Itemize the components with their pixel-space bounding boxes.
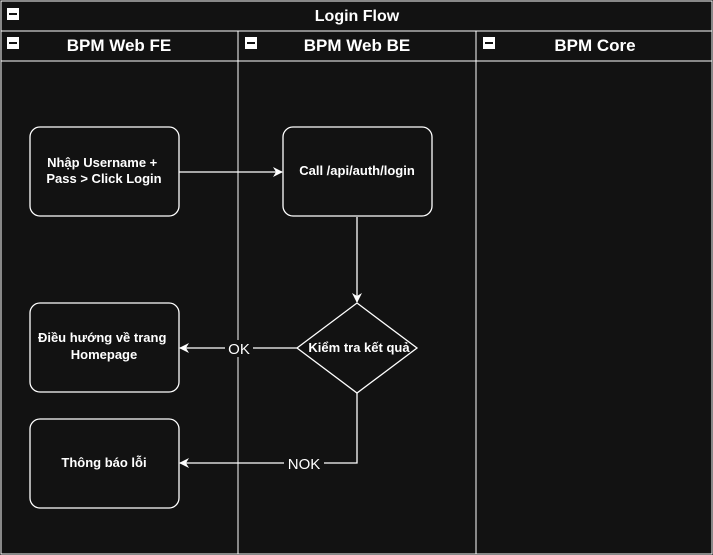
pool-title: Login Flow: [315, 8, 400, 25]
svg-text:Call /api/auth/login: Call /api/auth/login: [299, 163, 415, 178]
node-text-line: Thông báo lỗi: [61, 455, 146, 470]
node-text-line: Kiểm tra kết quả: [308, 340, 410, 355]
lane-collapse-icon[interactable]: [483, 37, 495, 49]
svg-text:Thông báo lỗi: Thông báo lỗi: [61, 455, 146, 470]
node-input-login[interactable]: Nhập Username + Pass > Click Login: [29, 126, 180, 217]
lane-header-fe: BPM Web FE: [7, 36, 171, 55]
node-text-line: Nhập Username +: [47, 155, 158, 170]
pool-header: Login Flow: [1, 8, 712, 32]
node-text-line: Điều hướng về trang: [38, 330, 167, 345]
lane-title-fe: BPM Web FE: [67, 36, 172, 55]
lane-title-be: BPM Web BE: [304, 36, 410, 55]
lane-header-be: BPM Web BE: [245, 36, 410, 55]
node-call-api[interactable]: Call /api/auth/login: [282, 126, 433, 217]
pool-collapse-icon[interactable]: [7, 8, 19, 20]
node-text-line: Call /api/auth/login: [299, 163, 415, 178]
edge-label-nok: NOK: [288, 456, 321, 473]
node-error-notice[interactable]: Thông báo lỗi: [29, 418, 180, 509]
node-check-result[interactable]: Kiểm tra kết quả: [295, 302, 419, 394]
edge-check-to-error: NOK: [179, 393, 358, 473]
lane-header-core: BPM Core: [483, 36, 636, 55]
edge-label-ok: OK: [228, 341, 250, 358]
node-redirect-home[interactable]: Điều hướng về trang Homepage: [29, 302, 180, 393]
lane-collapse-icon[interactable]: [7, 37, 19, 49]
lane-collapse-icon[interactable]: [245, 37, 257, 49]
svg-text:Kiểm tra kết quả: Kiểm tra kết quả: [308, 340, 410, 355]
node-text-line: Homepage: [71, 347, 137, 362]
svg-text:Nhập Username + Pass > C: Nhập Username + Pass > Click Login: [46, 155, 161, 186]
edge-check-to-redirect: OK: [179, 340, 297, 358]
node-text-line: Pass > Click Login: [46, 171, 161, 186]
svg-text:Điều hướng về trang Home: Điều hướng về trang Homepage: [38, 330, 170, 362]
lane-title-core: BPM Core: [554, 36, 635, 55]
